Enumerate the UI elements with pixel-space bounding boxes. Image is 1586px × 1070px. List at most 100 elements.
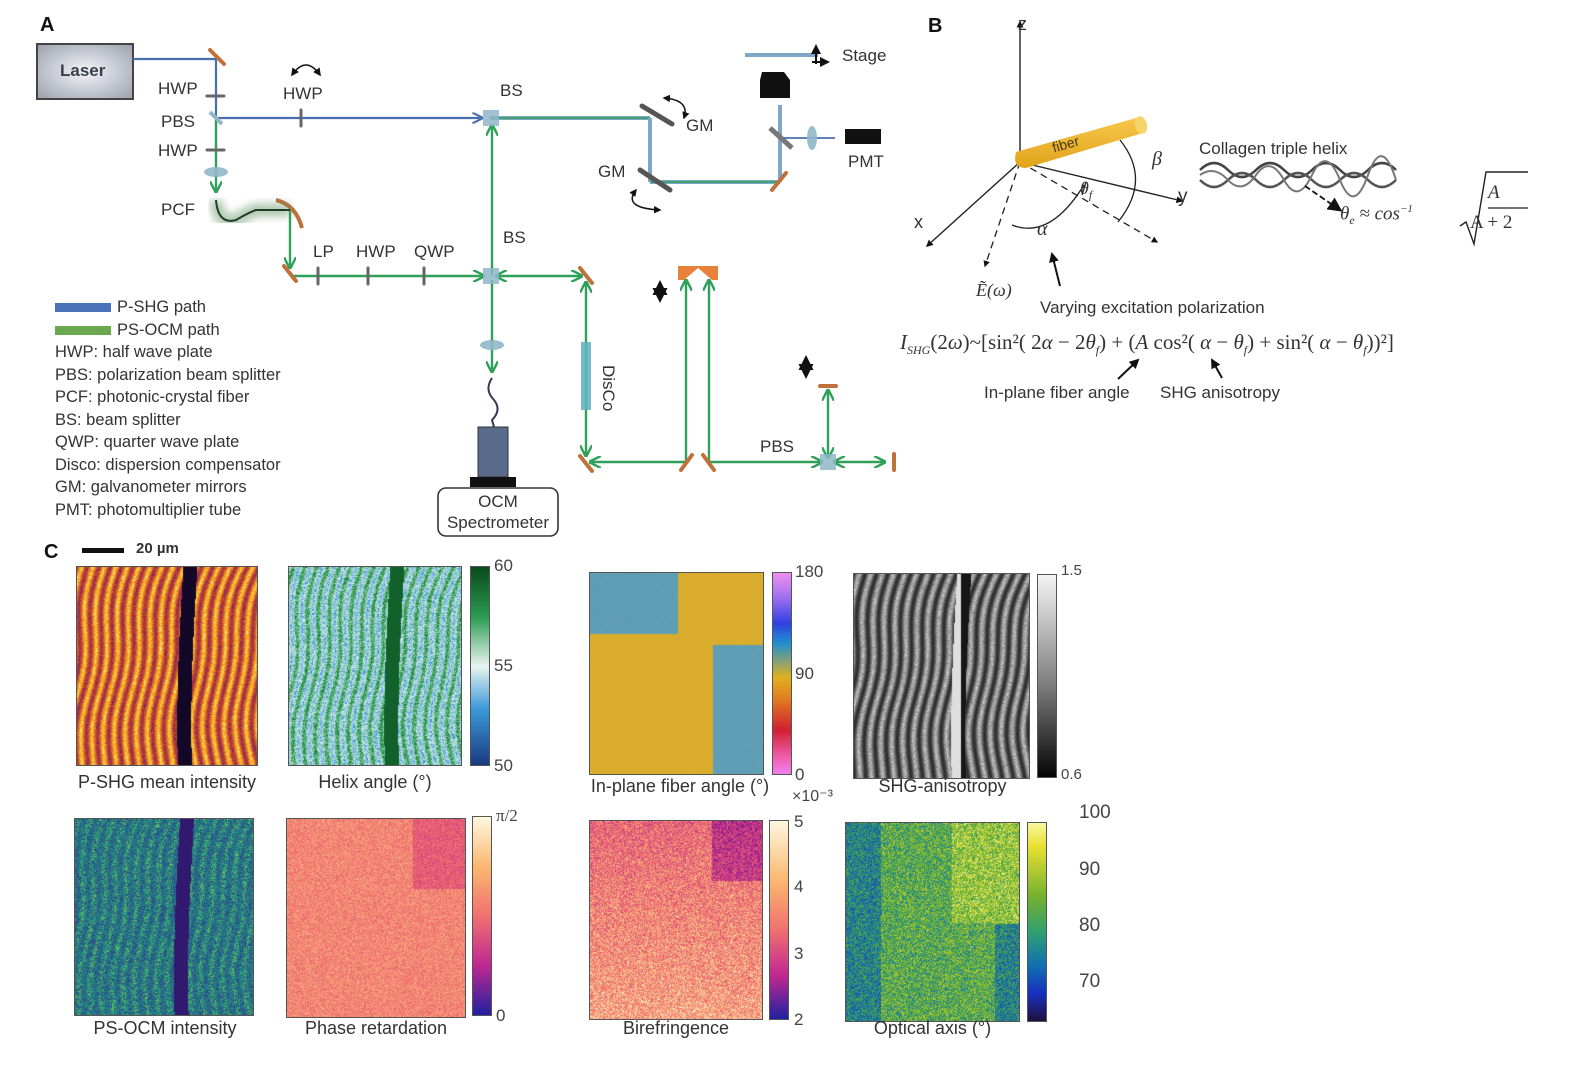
coordinate-axes: [925, 20, 1184, 247]
colorbar-tick: 90: [1079, 859, 1101, 880]
theta-f-arc: [1081, 181, 1087, 196]
fiber-geometry-diagram: [925, 20, 1528, 380]
ocm-beam-path: [216, 118, 885, 462]
legend-abbr: Disco: dispersion compensator: [55, 455, 281, 474]
colorbar-tick: 1.5: [1061, 562, 1082, 579]
stage-axes-icon: [811, 44, 830, 67]
map-helix-angle: [288, 566, 462, 766]
sqrt-sign: [1459, 171, 1528, 247]
colorbar-exponent: ×10⁻³: [792, 788, 833, 805]
hwp-bottom-label: HWP: [158, 141, 198, 160]
rotation-arrow-icon: [291, 64, 321, 77]
colorbar-tick: 5: [794, 812, 804, 831]
fraction-denominator: A + 2: [1470, 212, 1513, 233]
colorbar-tick: 180: [795, 562, 824, 581]
colorbar-tick: 50: [494, 756, 513, 775]
shg-beam-path: [133, 57, 835, 184]
legend-shg-path: P-SHG path: [55, 296, 281, 319]
lenses: [204, 126, 817, 350]
colorbar-tick: 80: [1079, 915, 1101, 936]
photonic-crystal-fiber: [209, 199, 290, 228]
fiber-cylinder: [1015, 116, 1148, 168]
objective-lens: [760, 72, 790, 98]
map-optical-axis: [845, 822, 1020, 1022]
pbs-optic: [208, 110, 224, 126]
map-caption: SHG-anisotropy: [878, 776, 1007, 796]
colorbar-tick: π/2: [496, 806, 518, 825]
map-canvas: [75, 819, 253, 1015]
spectrometer-base: [470, 477, 516, 487]
colorbar-tick: 3: [794, 944, 804, 963]
laser-source: [36, 43, 134, 100]
lp-label: LP: [313, 242, 334, 261]
beta-label: β: [1152, 148, 1162, 170]
dispersion-compensator: [581, 342, 591, 410]
map-in-plane-fiber-angle: [589, 572, 764, 775]
retroreflector: [678, 266, 718, 280]
colorbar-tick: 100: [1079, 802, 1111, 823]
map-psocm-intensity: [74, 818, 254, 1016]
e-field-label: Ẽ(ω): [976, 280, 1012, 300]
beam-splitters: [483, 110, 836, 470]
colorbar-optical-axis: [1027, 822, 1047, 1022]
hwp-rotating-label: HWP: [283, 84, 323, 103]
map-caption: PS-OCM intensity: [93, 1018, 237, 1038]
ocm-spectrometer-box: [437, 487, 559, 537]
varying-polarization-arrow: [1049, 252, 1061, 287]
spectrometer-body: [477, 426, 509, 478]
hwp-mid-label: HWP: [356, 242, 396, 261]
map-caption: Birefringence: [622, 1018, 730, 1038]
map-caption: Helix angle (°): [318, 772, 432, 792]
colorbar-tick: 90: [795, 664, 814, 683]
alpha-label: α: [1037, 218, 1048, 240]
colorbar-birefringence: [769, 820, 789, 1020]
alpha-arc: [1011, 184, 1085, 229]
dichroic-mirror: [768, 126, 794, 150]
pmt-detector: [845, 129, 881, 144]
colorbar-tick: 0: [795, 765, 805, 784]
fraction-numerator: A: [1488, 182, 1500, 203]
map-caption: P-SHG mean intensity: [77, 772, 257, 792]
pbs-right-label: PBS: [760, 437, 795, 456]
legend-abbr: QWP: quarter wave plate: [55, 433, 240, 451]
legend-abbr: BS: beam splitter: [55, 410, 181, 429]
shg-intensity-equation: ISHG(2ω)~[sin²( 2α − 2θf) + (A cos²( α −…: [900, 330, 1394, 358]
map-pshg-intensity: [76, 566, 258, 766]
map-caption: Optical axis (°): [873, 1018, 992, 1038]
map-canvas: [287, 819, 465, 1017]
panel-c-letter: C: [44, 541, 59, 563]
legend-abbr: PBS: polarization beam splitter: [55, 365, 281, 384]
bs-top-label: BS: [500, 81, 523, 100]
pmt-label: PMT: [848, 152, 884, 171]
theta-f-label: θf: [1080, 178, 1093, 202]
helix-angle-arrow: [1304, 185, 1343, 212]
optical-setup-diagram: [36, 43, 896, 537]
colorbar-tick: 70: [1079, 971, 1101, 992]
map-canvas: [590, 821, 762, 1019]
collagen-triple-helix-icon: [1199, 155, 1397, 198]
legend-abbr: HWP: half wave plate: [55, 343, 213, 361]
map-canvas: [846, 823, 1019, 1021]
shg-path-swatch: [55, 303, 111, 313]
map-caption: In-plane fiber angle (°): [590, 776, 770, 796]
map-canvas: [289, 567, 461, 765]
stage-label: Stage: [842, 46, 887, 65]
map-canvas: [854, 574, 1029, 778]
panel-a-legend: P-SHG path PS-OCM path HWP: half wave pl…: [55, 296, 281, 521]
ocm-label: OCM: [478, 492, 518, 511]
colorbar-tick: 2: [794, 1010, 804, 1029]
map-shg-anisotropy: [853, 573, 1030, 779]
laser-label: Laser: [60, 61, 106, 80]
axis-x-label: x: [914, 212, 923, 232]
map-caption: Phase retardation: [304, 1018, 448, 1038]
theta-e-lhs: θe ≈ cos−1: [1340, 203, 1413, 228]
panel-b-letter: B: [928, 15, 943, 37]
colorbar-tick: 4: [794, 877, 804, 896]
galvanometer-mirrors: [629, 94, 690, 214]
colorbar-tick: 60: [494, 556, 513, 575]
gm-upper-label: GM: [686, 116, 714, 135]
legend-abbr: GM: galvanometer mirrors: [55, 478, 247, 496]
legend-ocm-path: PS-OCM path: [55, 319, 281, 342]
collagen-helix-label: Collagen triple helix: [1199, 139, 1348, 158]
projection-lines: [983, 161, 1159, 268]
